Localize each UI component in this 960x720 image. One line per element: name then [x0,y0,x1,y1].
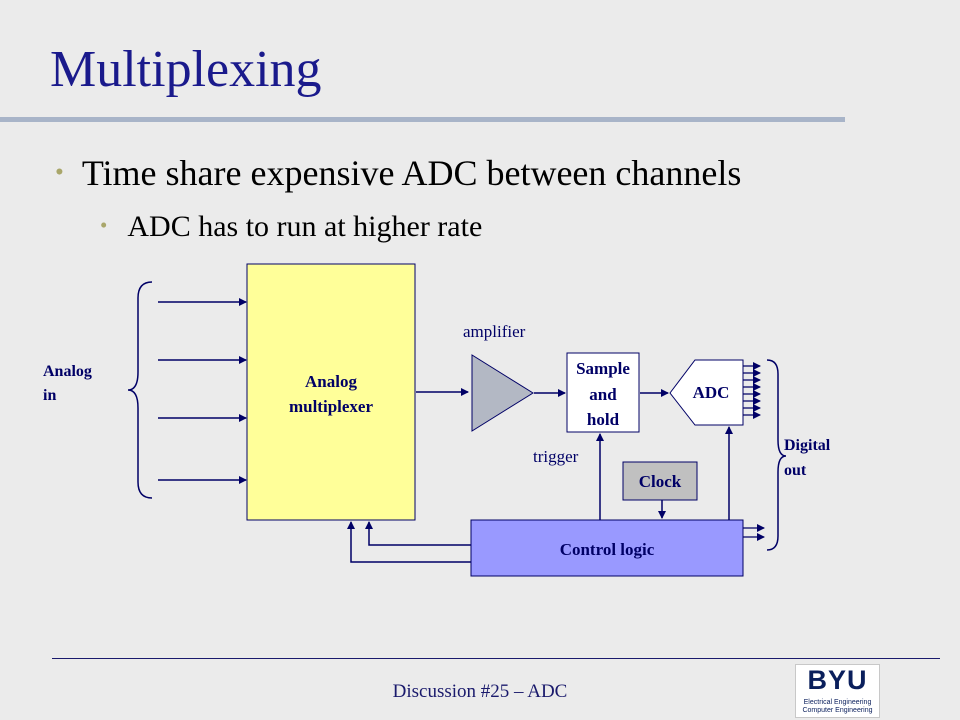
clock-block [622,461,698,501]
adc-output-arrows [743,362,761,419]
multiplexer-label: multiplexer [289,397,373,416]
analog-in-brace [127,281,153,499]
bullet-text: ADC has to run at higher rate [127,210,483,243]
bullet-level2: • ADC has to run at higher rate [100,210,482,244]
mux-select-arrows [347,521,471,563]
sample-and-hold-block [566,352,640,433]
bullet-dot: • [100,213,108,238]
byu-logo: BYU Electrical Engineering Computer Engi… [795,664,880,718]
footer-text: Discussion #25 – ADC [392,681,568,702]
slide-title: Multiplexing [50,41,322,98]
digital-out-label: out [784,462,807,479]
title-underline [0,117,845,122]
logo-subtitle: Computer Engineering [802,707,873,714]
sample-hold-label: hold [587,410,620,429]
adc-label: ADC [693,383,730,402]
control-output-arrows [743,524,765,541]
adc-block [669,359,744,426]
analog-in-label: in [43,387,56,404]
analog-input-arrows [158,298,247,484]
bullet-dot: • [55,159,64,187]
digital-out-label: Digital [784,437,831,454]
multiplexer-label: Analog [305,372,357,391]
control-logic-label: Control logic [560,540,655,559]
analog-multiplexer-block [246,263,416,521]
logo-subtitle: Electrical Engineering [803,699,872,706]
amplifier-triangle [471,354,534,432]
footer-divider [52,658,940,659]
bullet-text: Time share expensive ADC between channel… [81,153,742,193]
sample-hold-label: and [589,385,617,404]
clock-label: Clock [639,472,682,491]
trigger-label: trigger [533,447,579,466]
logo-mark: BYU [807,665,868,695]
analog-in-label: Analog [43,363,92,380]
control-logic-block [470,519,744,577]
digital-out-brace [766,359,787,551]
amplifier-label: amplifier [463,322,526,341]
bullet-level1: • Time share expensive ADC between channe… [55,152,741,194]
sample-hold-label: Sample [576,359,630,378]
